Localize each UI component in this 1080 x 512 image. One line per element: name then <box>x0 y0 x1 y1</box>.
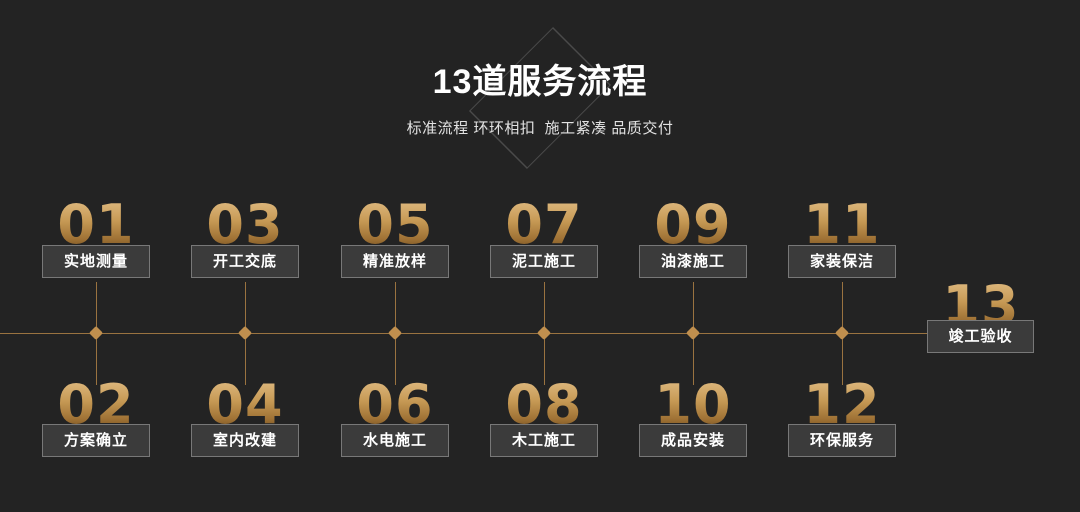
timeline-stem-up <box>394 282 396 333</box>
timeline-stem-down <box>394 333 396 385</box>
step-label-box[interactable]: 竣工验收 <box>927 320 1034 353</box>
step-number: 02 <box>6 378 186 432</box>
timeline-stem-up <box>95 282 97 333</box>
step-label-box[interactable]: 油漆施工 <box>639 245 747 278</box>
step-number: 10 <box>603 378 783 432</box>
diamond-marker-icon <box>387 325 403 341</box>
step-label-box[interactable]: 实地测量 <box>42 245 150 278</box>
step-label-box[interactable]: 木工施工 <box>490 424 598 457</box>
timeline-stem-down <box>692 333 694 385</box>
step-number: 04 <box>155 378 335 432</box>
header: 13道服务流程 标准流程 环环相扣 施工紧凑 品质交付 <box>0 0 1080 180</box>
page-title: 13道服务流程 <box>432 63 648 101</box>
step-label-box[interactable]: 环保服务 <box>788 424 896 457</box>
step-number: 05 <box>305 198 485 252</box>
timeline-stem-down <box>95 333 97 385</box>
diamond-marker-icon <box>88 325 104 341</box>
timeline-stem-up <box>244 282 246 333</box>
timeline-stem-down <box>543 333 545 385</box>
step-label-box[interactable]: 方案确立 <box>42 424 150 457</box>
step-number: 07 <box>454 198 634 252</box>
page-subtitle: 标准流程 环环相扣 施工紧凑 品质交付 <box>406 120 674 137</box>
step-number: 09 <box>603 198 783 252</box>
step-number: 11 <box>752 198 932 252</box>
timeline-stem-up <box>692 282 694 333</box>
step-label-box[interactable]: 开工交底 <box>191 245 299 278</box>
timeline-stem-down <box>244 333 246 385</box>
step-label-box[interactable]: 成品安装 <box>639 424 747 457</box>
step-label-box[interactable]: 泥工施工 <box>490 245 598 278</box>
step-number: 06 <box>305 378 485 432</box>
step-number: 03 <box>155 198 335 252</box>
diamond-marker-icon <box>834 325 850 341</box>
timeline-stem-up <box>543 282 545 333</box>
timeline-stem-down <box>841 333 843 385</box>
step-label-box[interactable]: 家装保洁 <box>788 245 896 278</box>
step-label-box[interactable]: 精准放样 <box>341 245 449 278</box>
step-number: 12 <box>752 378 932 432</box>
diamond-marker-icon <box>536 325 552 341</box>
timeline-axis <box>0 333 928 334</box>
timeline-stem-up <box>841 282 843 333</box>
diamond-marker-icon <box>685 325 701 341</box>
step-number: 01 <box>6 198 186 252</box>
step-label-box[interactable]: 室内改建 <box>191 424 299 457</box>
diamond-marker-icon <box>237 325 253 341</box>
step-number: 08 <box>454 378 634 432</box>
step-label-box[interactable]: 水电施工 <box>341 424 449 457</box>
